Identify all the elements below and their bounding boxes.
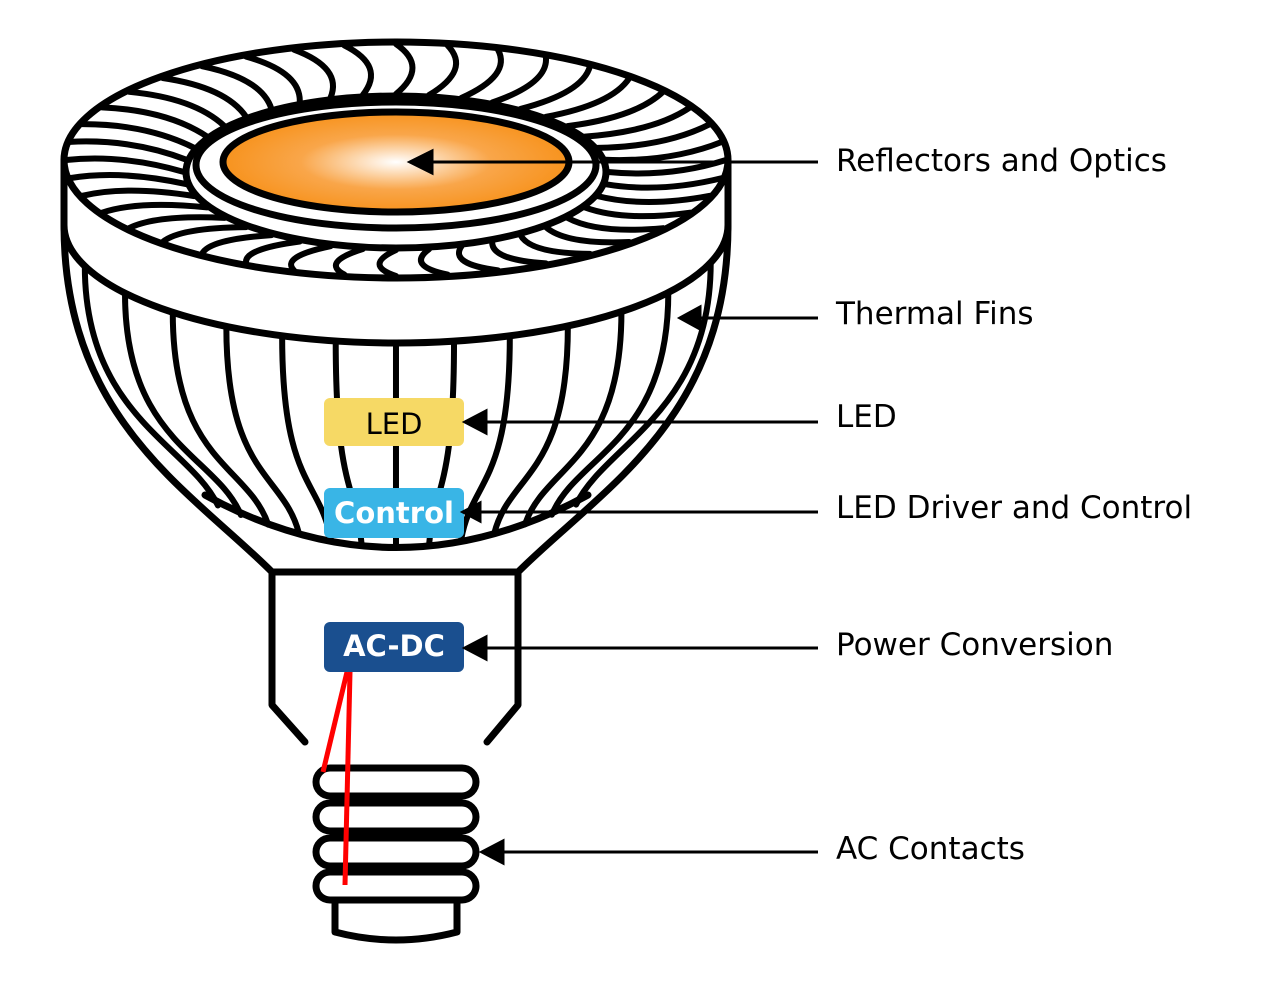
radial-fin bbox=[564, 214, 666, 233]
radial-fin bbox=[243, 53, 303, 106]
vertical-fin bbox=[122, 290, 244, 519]
acdc-box-label: AC-DC bbox=[343, 629, 445, 663]
radial-fin bbox=[418, 246, 451, 278]
arrow-driver bbox=[459, 500, 818, 524]
radial-fin bbox=[79, 121, 198, 151]
label-reflectors: Reflectors and Optics bbox=[836, 143, 1167, 179]
arrow-contacts bbox=[478, 838, 818, 866]
radial-fin bbox=[67, 172, 190, 188]
led-box: LED bbox=[324, 398, 464, 446]
radial-fin bbox=[79, 187, 198, 200]
radial-fin bbox=[291, 46, 336, 101]
arrow-fins bbox=[676, 304, 818, 332]
radial-fin bbox=[98, 104, 211, 140]
radial-fin bbox=[126, 88, 228, 130]
label-contacts: AC Contacts bbox=[836, 831, 1025, 867]
radial-fin bbox=[581, 104, 694, 140]
vertical-fin bbox=[223, 323, 302, 537]
arrow-power bbox=[461, 634, 818, 662]
radial-fin bbox=[243, 238, 303, 267]
radial-fin bbox=[288, 243, 334, 274]
label-thermal-fins: Thermal Fins bbox=[835, 296, 1034, 332]
label-driver: LED Driver and Control bbox=[836, 490, 1192, 526]
radial-fin bbox=[542, 74, 633, 120]
radial-fin bbox=[564, 88, 666, 130]
led-box-label: LED bbox=[366, 407, 423, 441]
radial-fin bbox=[376, 247, 399, 279]
label-power: Power Conversion bbox=[836, 627, 1113, 663]
control-box: Control bbox=[324, 488, 464, 538]
vertical-fin bbox=[458, 332, 513, 543]
wires bbox=[320, 671, 353, 886]
radial-fin bbox=[489, 238, 549, 267]
radial-fin bbox=[456, 243, 501, 274]
radial-fin bbox=[341, 42, 374, 98]
acdc-box: AC-DC bbox=[324, 622, 464, 672]
vertical-fin bbox=[522, 308, 625, 528]
arrow-reflectors bbox=[406, 148, 818, 176]
radial-fin bbox=[159, 224, 250, 246]
radial-fin bbox=[517, 232, 593, 257]
radial-fin bbox=[458, 46, 504, 101]
radial-fin bbox=[199, 63, 275, 112]
radial-fin bbox=[602, 175, 725, 191]
radial-fin bbox=[602, 138, 725, 164]
radial-fin bbox=[594, 121, 713, 151]
radial-fin bbox=[67, 138, 190, 163]
radial-fin bbox=[332, 246, 366, 278]
vertical-fin bbox=[81, 263, 221, 509]
vertical-fin bbox=[169, 309, 272, 528]
radial-fin bbox=[489, 53, 549, 106]
bulb-neck bbox=[268, 568, 522, 746]
radial-fins bbox=[63, 41, 729, 279]
radial-fin bbox=[63, 155, 187, 175]
heatsink-base-curve bbox=[201, 491, 592, 551]
arrow-led bbox=[461, 408, 818, 436]
radial-fin bbox=[159, 74, 250, 120]
control-box-label: Control bbox=[334, 496, 454, 530]
radial-fin bbox=[581, 204, 694, 220]
radial-fin bbox=[426, 42, 460, 98]
screw-base bbox=[312, 764, 480, 944]
radial-fin bbox=[98, 201, 211, 216]
radial-fin bbox=[542, 224, 633, 246]
radial-fin bbox=[393, 41, 416, 97]
radial-fin bbox=[605, 157, 729, 177]
label-led: LED bbox=[836, 399, 897, 435]
radial-fin bbox=[199, 232, 275, 257]
vertical-fin bbox=[548, 289, 672, 518]
radial-fin bbox=[126, 214, 228, 232]
radial-fin bbox=[517, 63, 593, 112]
vertical-fin bbox=[573, 259, 714, 508]
radial-fin bbox=[594, 192, 713, 205]
